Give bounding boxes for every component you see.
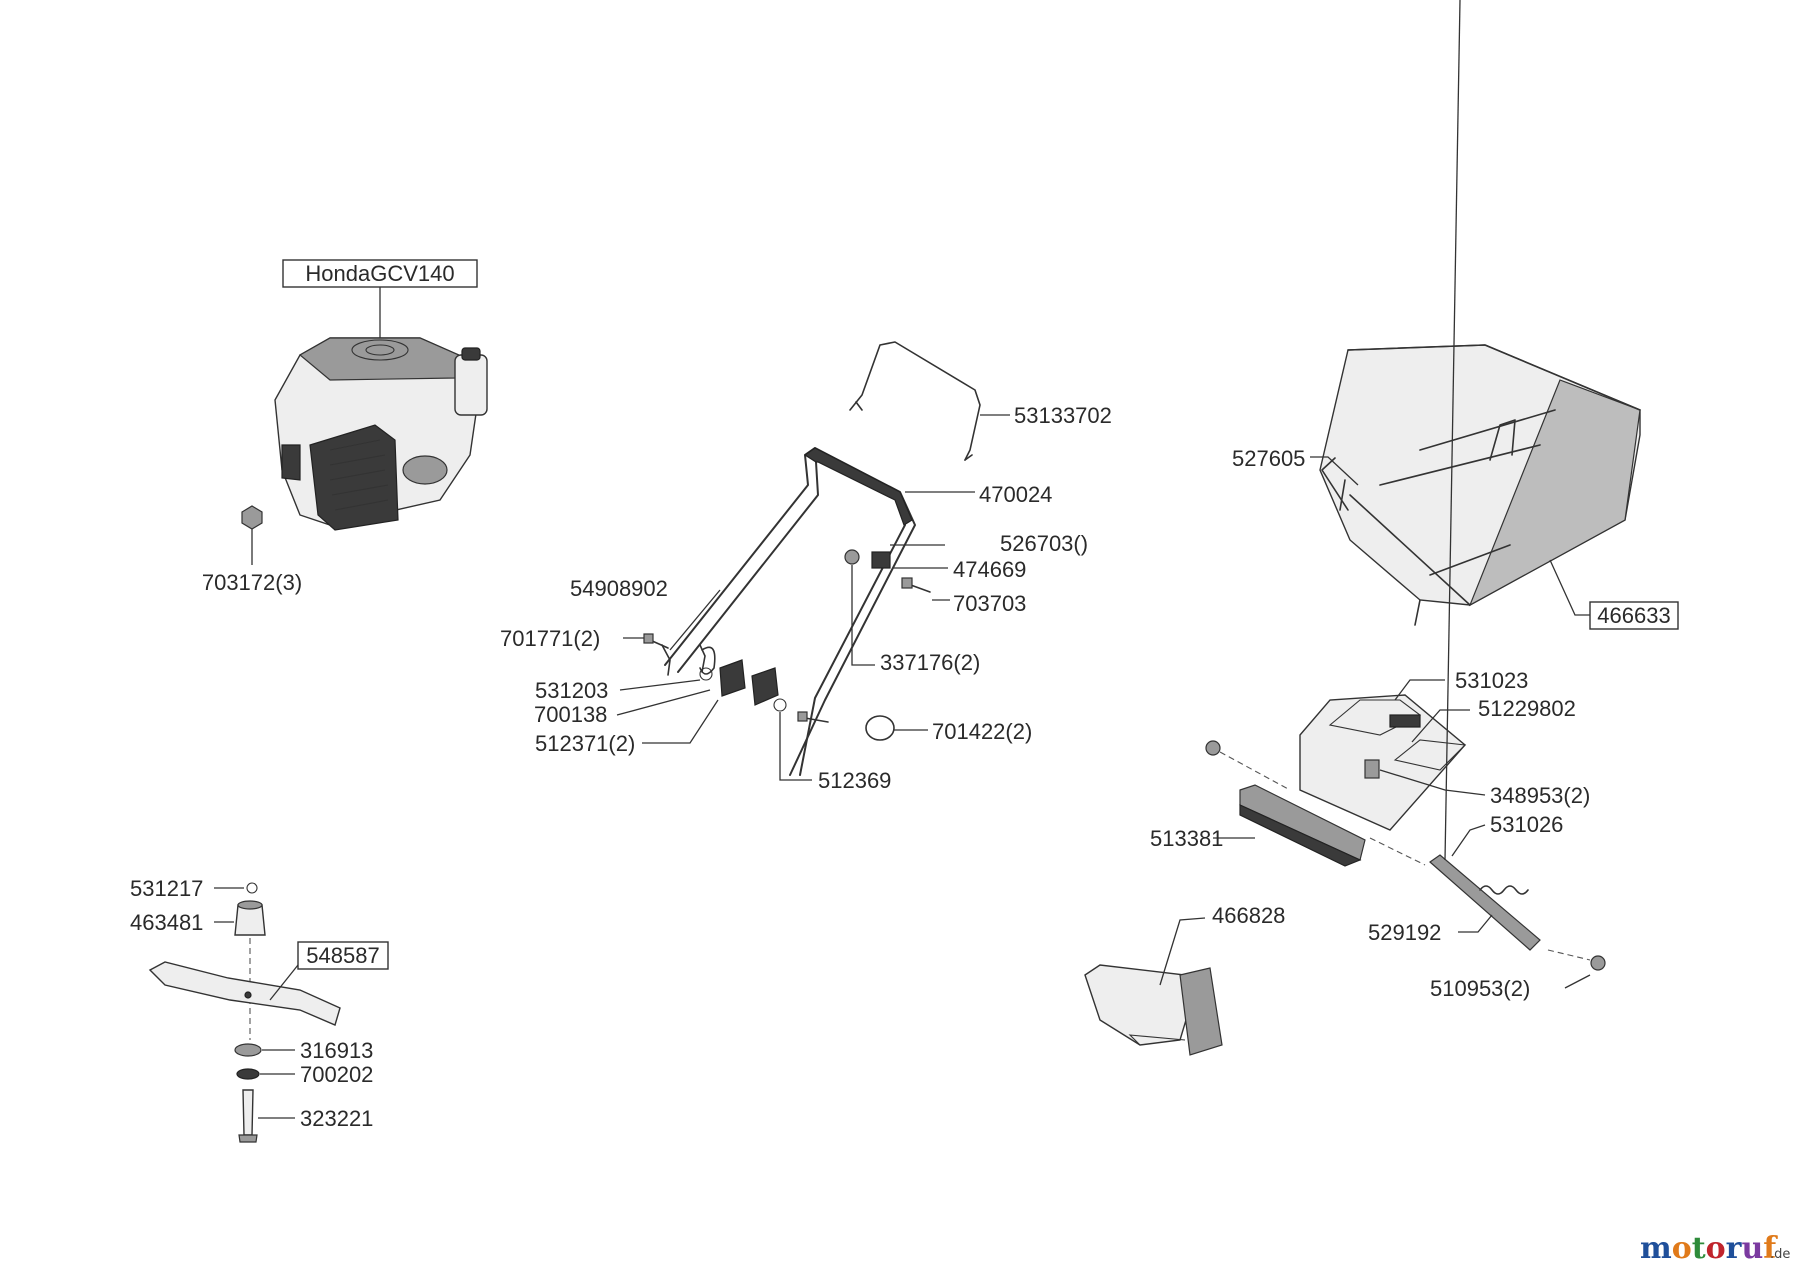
brand-letter-3: t bbox=[1692, 1231, 1706, 1266]
label-53133702: 53133702 bbox=[1014, 403, 1112, 428]
svg-text:motoruf: motoruf bbox=[1640, 1231, 1778, 1266]
brand-logo: motoruf .de bbox=[1640, 1231, 1790, 1266]
grass-catcher: 527605 466633 bbox=[1232, 344, 1679, 630]
label-466828: 466828 bbox=[1212, 903, 1285, 928]
bracket-348953 bbox=[1364, 759, 1380, 779]
bar-513381 bbox=[1239, 784, 1366, 861]
label-701771: 701771(2) bbox=[500, 626, 600, 651]
axle-531026 bbox=[1429, 854, 1541, 951]
label-531023: 531023 bbox=[1455, 668, 1528, 693]
knob-right bbox=[751, 667, 779, 706]
rear-flap bbox=[1299, 694, 1467, 831]
nut-510953 bbox=[1590, 955, 1606, 971]
label-526703: 526703() bbox=[1000, 531, 1088, 556]
box-548587 bbox=[297, 941, 389, 970]
catcher-handle bbox=[1489, 419, 1516, 461]
engine-muffler bbox=[402, 455, 448, 485]
label-512369: 512369 bbox=[818, 768, 891, 793]
engine-model-label: HondaGCV140 bbox=[305, 261, 454, 286]
label-700202: 700202 bbox=[300, 1062, 373, 1087]
key-531217 bbox=[246, 882, 258, 894]
brand-letter-6: u bbox=[1741, 1231, 1763, 1266]
washer-700202 bbox=[236, 1068, 260, 1080]
engine-fan-cap bbox=[351, 339, 409, 361]
label-474669: 474669 bbox=[953, 557, 1026, 582]
nut-337176 bbox=[844, 549, 860, 565]
label-701422: 701422(2) bbox=[932, 719, 1032, 744]
brand-suffix: .de bbox=[1770, 1247, 1790, 1262]
rear-flap-assembly: 531023 51229802 348953(2) 513381 531026 … bbox=[1150, 0, 1606, 1001]
label-531026: 531026 bbox=[1490, 812, 1563, 837]
label-531217: 531217 bbox=[130, 876, 203, 901]
fuel-tank-cap bbox=[454, 354, 488, 416]
spring-clip bbox=[699, 646, 716, 675]
nut-703172 bbox=[241, 505, 263, 530]
label-470024: 470024 bbox=[979, 482, 1052, 507]
label-466633: 466633 bbox=[1597, 603, 1670, 628]
label-323221: 323221 bbox=[300, 1106, 373, 1131]
label-513381: 513381 bbox=[1150, 826, 1223, 851]
bolt-323221 bbox=[242, 1089, 254, 1136]
washer-512369 bbox=[773, 698, 787, 712]
washer-531203 bbox=[699, 667, 713, 681]
handle-assembly: 53133702 470024 526703() 474669 703703 5… bbox=[500, 341, 1112, 793]
brand-letter-4: o bbox=[1706, 1231, 1726, 1266]
blade-assembly: 531217 463481 548587 316913 700202 32322… bbox=[130, 876, 389, 1143]
label-512371: 512371(2) bbox=[535, 731, 635, 756]
brand-letter-1: m bbox=[1640, 1231, 1672, 1266]
brand-letter-2: o bbox=[1672, 1231, 1692, 1266]
knob-474669 bbox=[871, 551, 891, 569]
label-51229802: 51229802 bbox=[1478, 696, 1576, 721]
knob-left bbox=[719, 659, 746, 697]
washer-316913 bbox=[234, 1043, 262, 1057]
label-703172: 703172(3) bbox=[202, 570, 302, 595]
label-531203: 531203 bbox=[535, 678, 608, 703]
label-510953: 510953(2) bbox=[1430, 976, 1530, 1001]
catcher-fabric bbox=[1468, 379, 1641, 607]
label-54908902: 54908902 bbox=[570, 576, 668, 601]
label-703703: 703703 bbox=[953, 591, 1026, 616]
engine-assembly: HondaGCV140 703172(3) bbox=[202, 259, 488, 595]
label-527605: 527605 bbox=[1232, 446, 1305, 471]
label-316913: 316913 bbox=[300, 1038, 373, 1063]
brand-letter-5: r bbox=[1726, 1231, 1743, 1266]
clip-701422 bbox=[865, 715, 895, 741]
brand-letter-7: f bbox=[1763, 1231, 1778, 1266]
engine-cover-top bbox=[298, 337, 471, 381]
spring-529192 bbox=[1479, 885, 1529, 895]
label-463481: 463481 bbox=[130, 910, 203, 935]
air-filter-grille bbox=[309, 424, 399, 531]
label-337176: 337176(2) bbox=[880, 650, 980, 675]
label-700138: 700138 bbox=[534, 702, 607, 727]
label-348953: 348953(2) bbox=[1490, 783, 1590, 808]
bail-bar bbox=[849, 341, 981, 461]
mulch-plug-body bbox=[1084, 964, 1196, 1046]
flap-bracket bbox=[1389, 714, 1421, 728]
label-529192: 529192 bbox=[1368, 920, 1441, 945]
nut-left-rear bbox=[1205, 740, 1221, 756]
label-548587: 548587 bbox=[306, 943, 379, 968]
box-466633 bbox=[1589, 601, 1679, 630]
handle-grip bbox=[803, 447, 913, 526]
mulch-plug: 466828 bbox=[1084, 903, 1285, 1056]
